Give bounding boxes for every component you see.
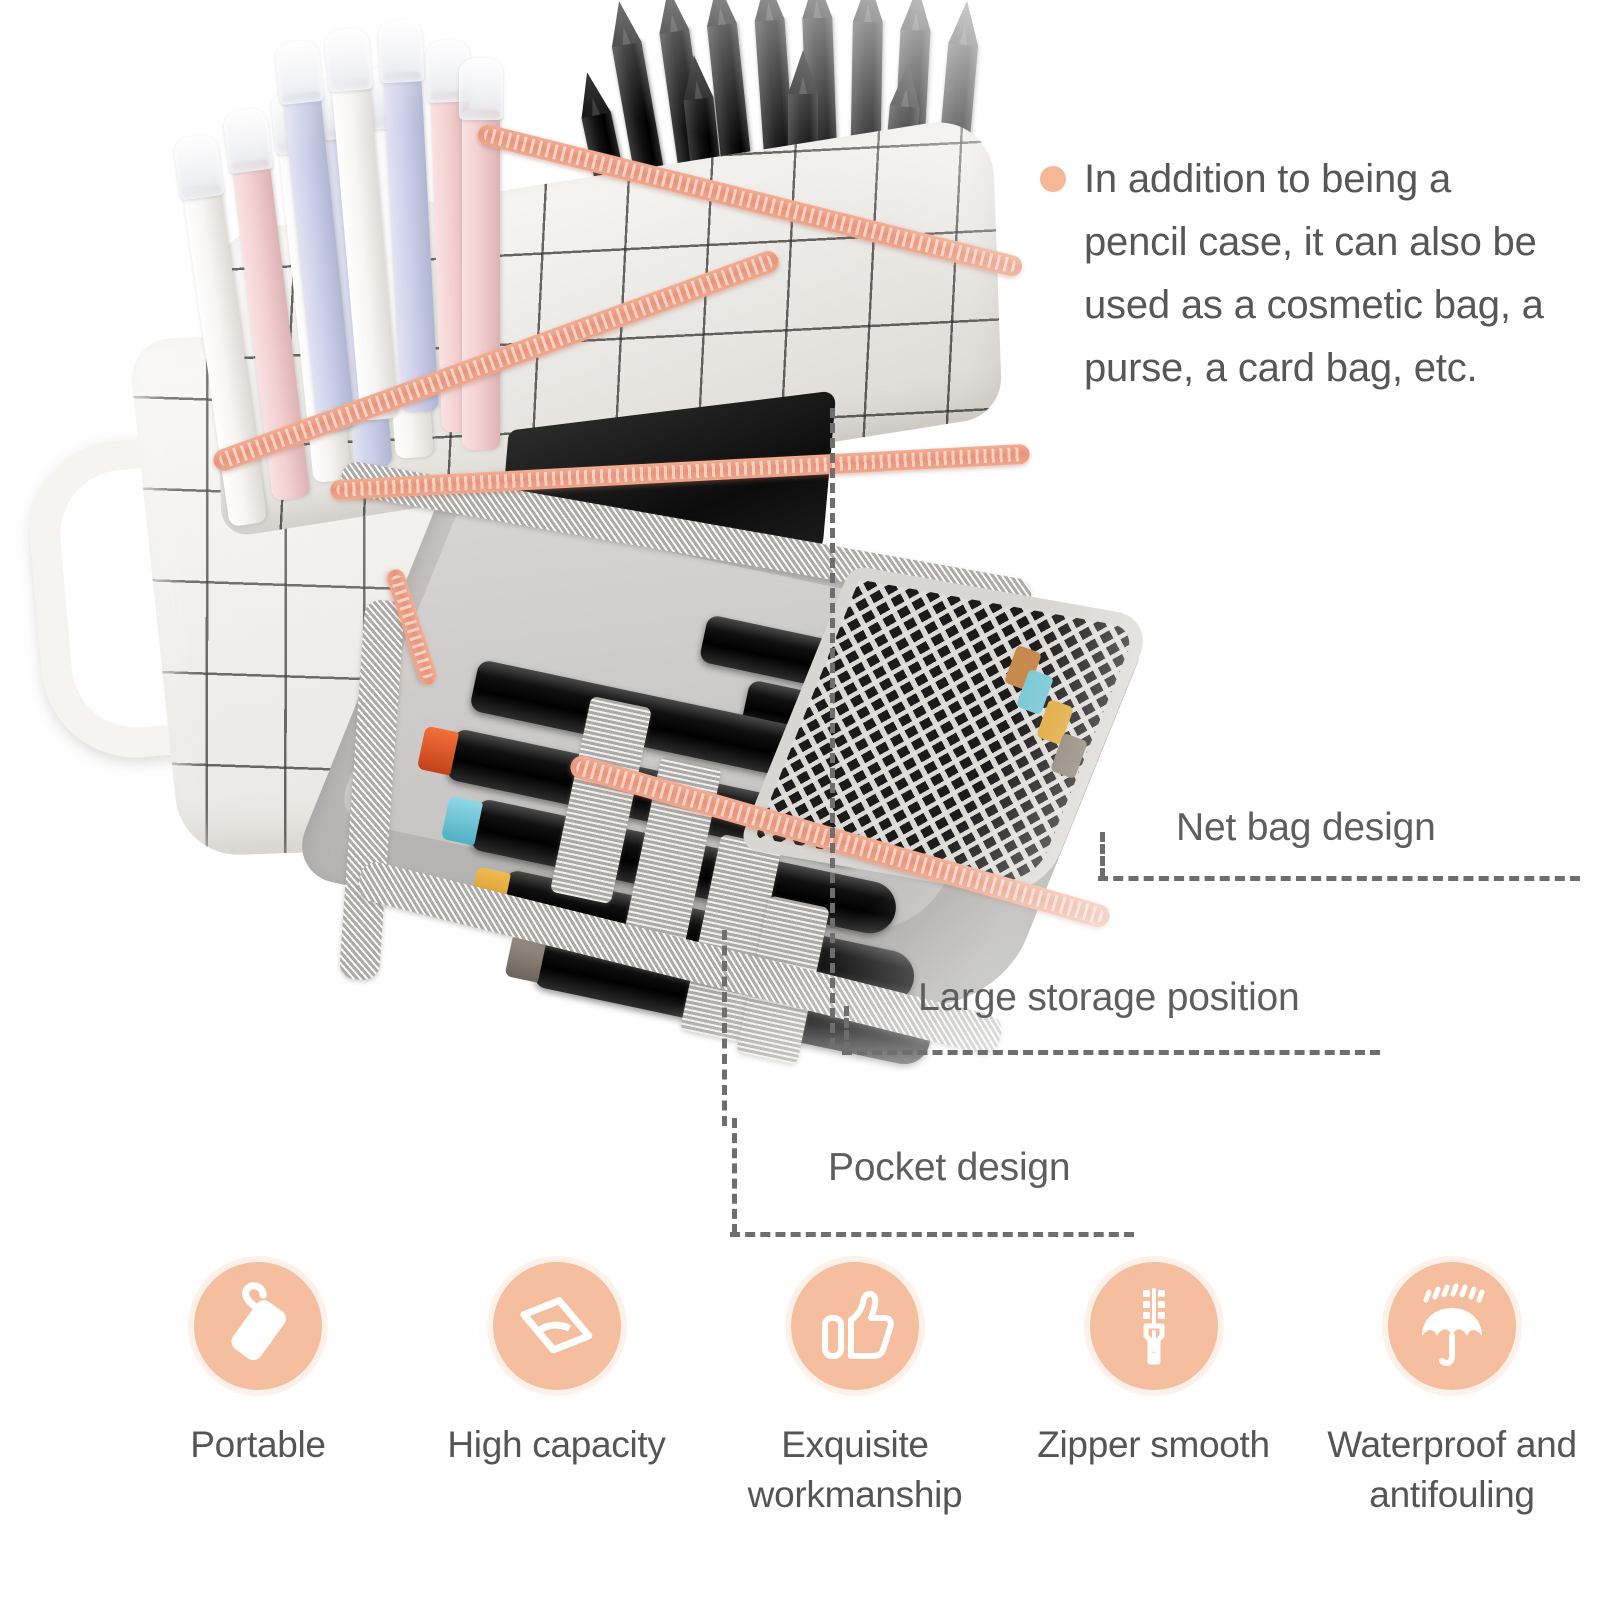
- feature-badge: [1089, 1262, 1218, 1390]
- feature-label: High capacity: [447, 1424, 666, 1465]
- feature-high-capacity: High capacity: [419, 1262, 695, 1470]
- feature-label: Zipper smooth: [1037, 1424, 1270, 1465]
- callout-label-net-bag: Net bag design: [1176, 806, 1436, 849]
- feature-row: Portable High capacity: [120, 1262, 1590, 1520]
- feature-portable: Portable: [120, 1262, 396, 1470]
- large-storage-leader-horizontal: [842, 1050, 1380, 1055]
- large-storage-leader-vertical-long: [830, 408, 835, 1048]
- feature-label: Exquisite workmanship: [747, 1424, 963, 1515]
- pocket-leader-horizontal: [730, 1232, 1134, 1237]
- gel-pen: [459, 58, 503, 450]
- thumbs-up-icon: [822, 1290, 894, 1359]
- marker-cap: [440, 795, 484, 846]
- feature-badge: [194, 1262, 322, 1390]
- description-text: In addition to being a pencil case, it c…: [1084, 157, 1544, 390]
- pen-cap-icon: [222, 106, 274, 174]
- pen-cap-icon: [377, 19, 425, 84]
- feature-waterproof: Waterproof and antifouling: [1314, 1262, 1590, 1520]
- pen-cap-icon: [323, 26, 373, 93]
- feature-zipper: Zipper smooth: [1016, 1262, 1292, 1470]
- pen-cap-icon: [459, 58, 503, 120]
- feature-label: Portable: [190, 1424, 326, 1465]
- feature-label: Waterproof and antifouling: [1327, 1424, 1577, 1515]
- callout-label-large-storage: Large storage position: [918, 976, 1300, 1019]
- feature-badge: [1388, 1262, 1516, 1390]
- product-photo: [0, 0, 1160, 1130]
- pocket-leader-vertical-long: [722, 930, 727, 1126]
- description-block: In addition to being a pencil case, it c…: [1040, 148, 1560, 400]
- feature-workmanship: Exquisite workmanship: [717, 1262, 993, 1520]
- net-bag-leader-vertical: [1100, 832, 1105, 878]
- zipper-icon: [1142, 1288, 1165, 1365]
- marker-cap: [416, 725, 460, 776]
- pen-cap-icon: [273, 38, 325, 106]
- callout-label-pocket: Pocket design: [828, 1146, 1071, 1189]
- bullet-dot-icon: [1040, 166, 1066, 192]
- net-bag-leader-horizontal: [1098, 876, 1580, 881]
- feature-badge: [791, 1262, 919, 1390]
- open-bag-icon: [519, 1297, 592, 1354]
- umbrella-icon: [1422, 1283, 1485, 1367]
- pocket-leader-vertical: [732, 1118, 737, 1234]
- large-storage-leader-vertical: [844, 1006, 849, 1052]
- pouch-icon: [231, 1282, 286, 1361]
- pen-cap-icon: [172, 133, 225, 201]
- feature-badge: [492, 1262, 621, 1390]
